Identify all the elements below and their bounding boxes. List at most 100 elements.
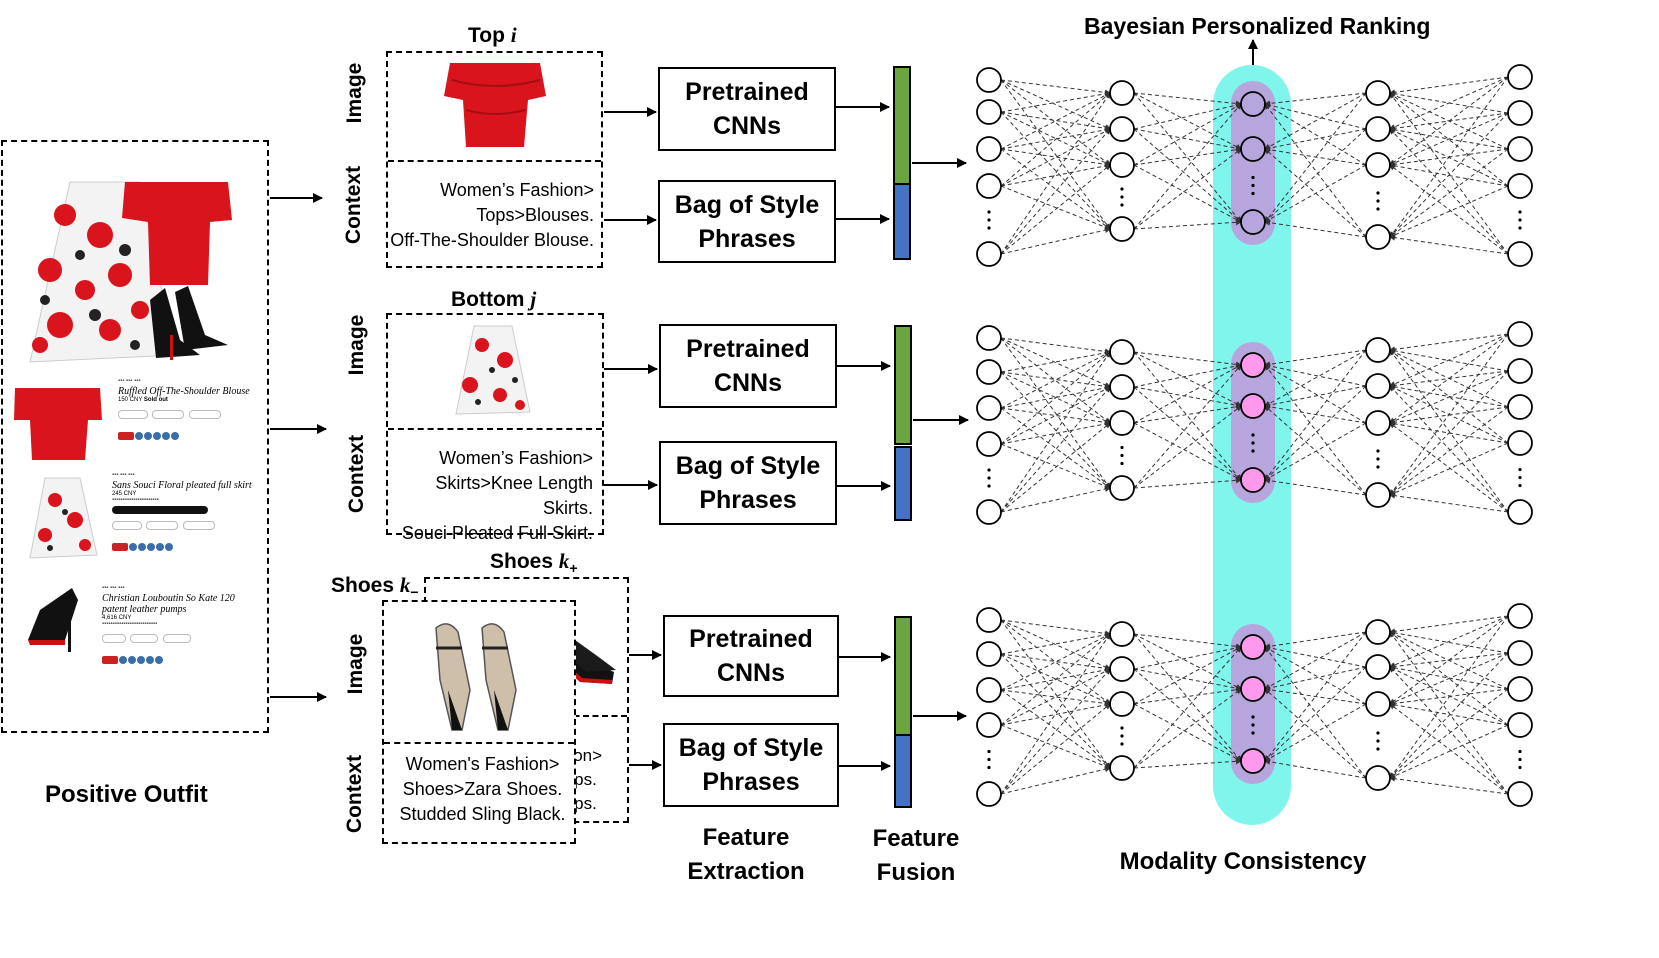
edge xyxy=(1264,666,1367,762)
node xyxy=(1109,755,1135,781)
edge xyxy=(1133,386,1242,481)
edge xyxy=(1000,385,1111,409)
edge xyxy=(1000,164,1111,255)
edge xyxy=(1000,351,1111,445)
edge xyxy=(1000,766,1111,795)
node xyxy=(1109,80,1135,106)
node xyxy=(1109,410,1135,436)
edge xyxy=(1389,666,1509,726)
node xyxy=(1365,410,1391,436)
product-info-shoes: ▪▪▪ ▪▪▪ ▪▪▪ Christian Louboutin So Kate … xyxy=(102,585,262,669)
edge xyxy=(1133,758,1242,769)
edge xyxy=(1389,333,1509,496)
edge xyxy=(1389,90,1509,114)
edge xyxy=(1000,486,1111,513)
edge xyxy=(1133,146,1242,166)
divider xyxy=(388,160,601,162)
edge xyxy=(1264,128,1367,151)
edge xyxy=(1264,92,1367,150)
image-feature-bar xyxy=(893,66,911,185)
edge xyxy=(1389,652,1509,670)
edge xyxy=(1000,351,1111,513)
ellipsis-dot xyxy=(1376,465,1380,469)
ellipsis-dot xyxy=(1376,449,1380,453)
edge xyxy=(1389,164,1509,255)
ellipsis-dot xyxy=(1518,475,1522,480)
edge xyxy=(1389,185,1509,238)
edge xyxy=(1000,633,1111,726)
edge xyxy=(1264,349,1367,481)
node xyxy=(976,136,1002,162)
edge xyxy=(1000,619,1111,769)
node xyxy=(1365,337,1391,363)
node xyxy=(1507,173,1533,199)
edge xyxy=(1000,421,1111,445)
edge xyxy=(1264,364,1367,424)
node xyxy=(1365,619,1391,645)
edge xyxy=(1000,79,1111,96)
node xyxy=(1365,224,1391,250)
ellipsis-dot xyxy=(1376,747,1380,751)
edge xyxy=(1133,351,1242,407)
ellipsis-dot xyxy=(1251,731,1255,735)
edge xyxy=(1000,111,1111,132)
edge xyxy=(1264,148,1367,238)
edge xyxy=(1000,407,1111,489)
edge xyxy=(1264,646,1367,779)
ellipsis-dot xyxy=(1376,207,1380,211)
edge xyxy=(1000,337,1111,424)
positive-outfit-label: Positive Outfit xyxy=(45,781,208,808)
image-label: Image xyxy=(343,62,366,124)
edge xyxy=(1389,615,1509,635)
edge xyxy=(1264,103,1367,238)
edge xyxy=(1133,351,1242,368)
edge xyxy=(1264,219,1367,238)
edge xyxy=(1389,775,1509,795)
edge xyxy=(1389,162,1509,187)
edge xyxy=(1389,383,1509,408)
ellipsis-dot xyxy=(987,757,991,762)
edge xyxy=(1000,371,1111,424)
node xyxy=(1507,100,1533,126)
edge xyxy=(1133,477,1242,489)
ellipsis-dot xyxy=(987,468,991,472)
edge xyxy=(1000,185,1111,230)
edge xyxy=(1000,443,1111,489)
edge xyxy=(1133,646,1242,705)
edge xyxy=(1264,686,1367,705)
edge xyxy=(1000,126,1111,150)
ellipsis-dot xyxy=(1120,453,1124,458)
edge xyxy=(1389,112,1509,238)
node xyxy=(1365,765,1391,791)
edge xyxy=(1389,76,1509,166)
ellipsis-dot xyxy=(1518,467,1522,472)
edge xyxy=(1389,664,1509,690)
edge xyxy=(1133,668,1242,762)
edge xyxy=(1000,337,1111,489)
edge xyxy=(1133,164,1242,223)
edge xyxy=(1389,629,1509,654)
edge xyxy=(1000,371,1111,489)
edge xyxy=(1389,422,1509,513)
node xyxy=(1507,358,1533,384)
node xyxy=(976,781,1002,807)
node xyxy=(1365,691,1391,717)
hidden-node xyxy=(1240,393,1266,419)
edge xyxy=(1264,631,1367,690)
ellipsis-dot xyxy=(987,484,991,488)
edge xyxy=(1000,653,1111,705)
edge xyxy=(1264,102,1367,130)
edge xyxy=(1264,128,1367,223)
ellipsis-dot xyxy=(1120,461,1124,466)
edge xyxy=(1389,370,1509,424)
edge xyxy=(1133,646,1242,769)
edge xyxy=(1264,92,1367,107)
edge xyxy=(1133,351,1242,481)
edge xyxy=(1133,422,1242,481)
edge xyxy=(1000,337,1111,388)
context-text: Women's Fashion> Shoes>Zara Shoes. Studd… xyxy=(399,754,566,824)
edge xyxy=(1000,619,1111,705)
divider xyxy=(526,715,627,717)
edge xyxy=(1264,164,1367,223)
node xyxy=(976,677,1002,703)
